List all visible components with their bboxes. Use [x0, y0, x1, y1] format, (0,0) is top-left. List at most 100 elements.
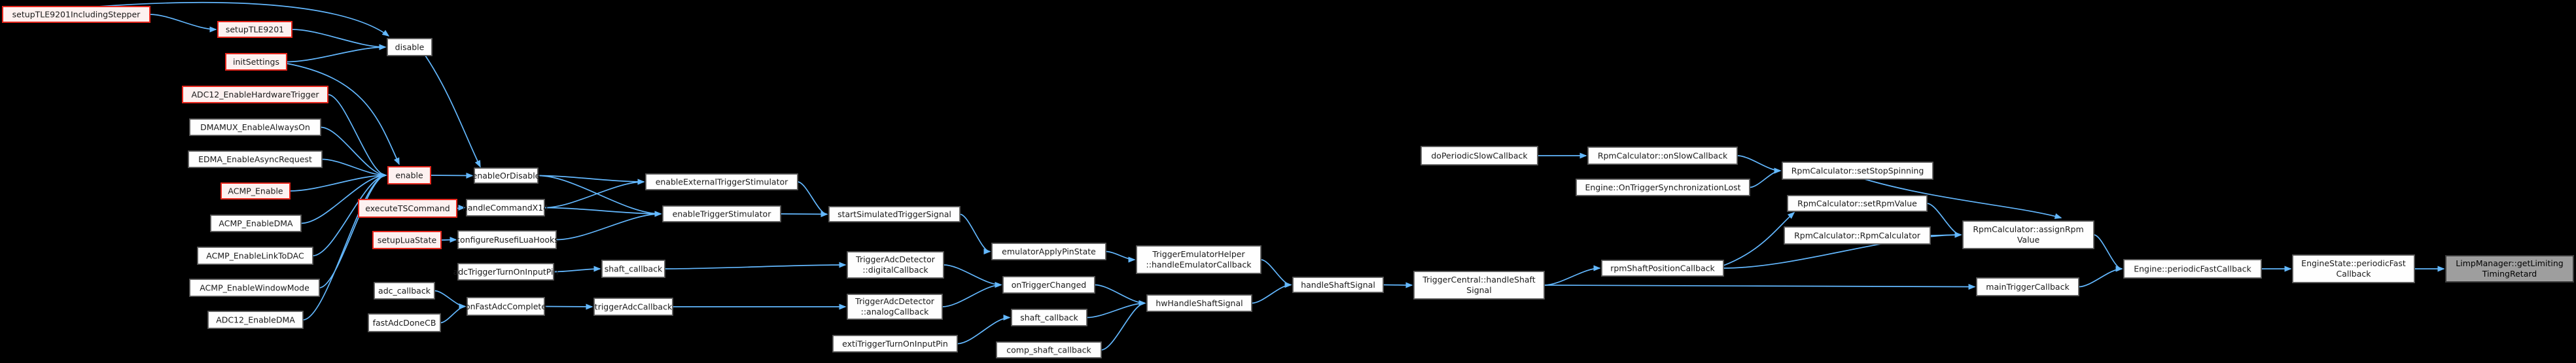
node-box-DMAMUX_EnableAlwaysOn[interactable] — [189, 118, 321, 136]
node-box-enableOrDisable[interactable] — [474, 167, 538, 184]
node-box-shaft_callback_adc[interactable] — [601, 260, 665, 278]
node-Engine_OnTriggerSynchronizationLost[interactable]: Engine::OnTriggerSynchronizationLost — [1576, 179, 1750, 196]
node-box-enableTriggerStimulator[interactable] — [662, 205, 781, 222]
node-mainTriggerCallback[interactable]: mainTriggerCallback — [1976, 277, 2079, 296]
node-box-Engine_periodicFastCallback[interactable] — [2123, 259, 2262, 279]
node-setupLuaState[interactable]: setupLuaState — [372, 231, 442, 249]
edge-TriggerAdcDetector_digitalCallback-to-onTriggerChanged — [943, 264, 1002, 288]
node-emulatorApplyPinState[interactable]: emulatorApplyPinState — [991, 243, 1106, 260]
node-handleShaftSignal[interactable]: handleShaftSignal — [1292, 277, 1384, 293]
node-ACMP_EnableDMA[interactable]: ACMP_EnableDMA — [210, 215, 302, 232]
node-box-RpmCalculator_assignRpmValue[interactable] — [1962, 220, 2094, 249]
node-box-shaft_callback_exti[interactable] — [1011, 309, 1087, 326]
node-box-executeTSCommand[interactable] — [358, 199, 457, 218]
node-box-adcTriggerTurnOnInputPin[interactable] — [457, 263, 554, 281]
node-Engine_periodicFastCallback[interactable]: Engine::periodicFastCallback — [2123, 259, 2262, 279]
node-executeTSCommand[interactable]: executeTSCommand — [358, 199, 457, 218]
node-box-RpmCalculator_onSlowCallback[interactable] — [1587, 147, 1738, 165]
node-box-setupTLE9201IncludingStepper[interactable] — [2, 6, 150, 23]
node-box-rpmShaftPositionCallback[interactable] — [1601, 260, 1724, 277]
node-box-ACMP_EnableLinkToDAC[interactable] — [197, 247, 313, 265]
node-triggerAdcCallback[interactable]: triggerAdcCallback — [593, 298, 673, 316]
node-TriggerAdcDetector_digitalCallback[interactable]: TriggerAdcDetector::digitalCallback — [847, 251, 944, 279]
node-box-doPeriodicSlowCallback[interactable] — [1420, 146, 1538, 165]
node-box-ACMP_EnableWindowMode[interactable] — [189, 279, 320, 297]
node-box-extiTriggerTurnOnInputPin[interactable] — [832, 335, 958, 353]
node-startSimulatedTriggerSignal[interactable]: startSimulatedTriggerSignal — [828, 206, 961, 222]
node-box-TriggerCentral_handleShaftSignal[interactable] — [1413, 271, 1545, 300]
node-doPeriodicSlowCallback[interactable]: doPeriodicSlowCallback — [1420, 146, 1538, 165]
node-box-ADC12_EnableDMA[interactable] — [207, 311, 304, 329]
node-box-emulatorApplyPinState[interactable] — [991, 243, 1106, 260]
node-box-ACMP_Enable[interactable] — [221, 182, 291, 199]
node-setupTLE9201IncludingStepper[interactable]: setupTLE9201IncludingStepper — [2, 6, 150, 23]
node-ACMP_Enable[interactable]: ACMP_Enable — [221, 182, 291, 199]
node-box-ACMP_EnableDMA[interactable] — [210, 215, 302, 232]
node-shaft_callback_exti[interactable]: shaft_callback — [1011, 309, 1087, 326]
node-box-enable[interactable] — [387, 166, 431, 184]
node-box-triggerAdcCallback[interactable] — [593, 298, 673, 316]
node-DMAMUX_EnableAlwaysOn[interactable]: DMAMUX_EnableAlwaysOn — [189, 118, 321, 136]
node-hwHandleShaftSignal[interactable]: hwHandleShaftSignal — [1146, 294, 1252, 312]
node-onFastAdcComplete[interactable]: onFastAdcComplete — [465, 297, 546, 316]
node-box-disable[interactable] — [387, 38, 432, 56]
node-box-RpmCalculator_setStopSpinning[interactable] — [1782, 162, 1933, 180]
node-enableExternalTriggerStimulator[interactable]: enableExternalTriggerStimulator — [645, 173, 798, 190]
node-enableTriggerStimulator[interactable]: enableTriggerStimulator — [662, 205, 781, 222]
node-TriggerAdcDetector_analogCallback[interactable]: TriggerAdcDetector::analogCallback — [847, 294, 943, 320]
node-setupTLE9201[interactable]: setupTLE9201 — [217, 21, 292, 38]
node-enableOrDisable[interactable]: enableOrDisable — [472, 167, 540, 184]
node-box-EngineState_periodicFastCallback[interactable] — [2292, 254, 2415, 283]
node-RpmCalculator_onSlowCallback[interactable]: RpmCalculator::onSlowCallback — [1587, 147, 1738, 165]
node-box-RpmCalculator_setRpmValue[interactable] — [1787, 195, 1928, 212]
node-rpmShaftPositionCallback[interactable]: rpmShaftPositionCallback — [1601, 260, 1724, 277]
node-box-fastAdcDoneCB[interactable] — [368, 313, 441, 332]
node-box-hwHandleShaftSignal[interactable] — [1146, 294, 1252, 312]
node-box-setupTLE9201[interactable] — [217, 21, 292, 38]
node-handleCommandX14[interactable]: handleCommandX14 — [463, 199, 548, 216]
node-enable[interactable]: enable — [387, 166, 431, 184]
node-ACMP_EnableLinkToDAC[interactable]: ACMP_EnableLinkToDAC — [197, 247, 313, 265]
node-box-initSettings[interactable] — [225, 53, 287, 71]
node-RpmCalculator_setStopSpinning[interactable]: RpmCalculator::setStopSpinning — [1782, 162, 1933, 180]
node-onTriggerChanged[interactable]: onTriggerChanged — [1002, 276, 1095, 294]
node-ADC12_EnableDMA[interactable]: ADC12_EnableDMA — [207, 311, 304, 329]
node-fastAdcDoneCB[interactable]: fastAdcDoneCB — [368, 313, 441, 332]
node-RpmCalculator_setRpmValue[interactable]: RpmCalculator::setRpmValue — [1787, 195, 1928, 212]
node-box-handleShaftSignal[interactable] — [1292, 277, 1384, 293]
node-box-TriggerAdcDetector_analogCallback[interactable] — [847, 294, 943, 320]
node-box-RpmCalculator_RpmCalculator[interactable] — [1784, 226, 1931, 245]
node-box-EDMA_EnableAsyncRequest[interactable] — [188, 150, 323, 168]
node-adc_callback[interactable]: adc_callback — [374, 282, 435, 300]
node-box-comp_shaft_callback[interactable] — [996, 341, 1102, 358]
node-box-startSimulatedTriggerSignal[interactable] — [828, 206, 961, 222]
node-configureRusefiLuaHooks[interactable]: configureRusefiLuaHooks — [455, 230, 559, 249]
node-shaft_callback_adc[interactable]: shaft_callback — [601, 260, 665, 278]
node-adcTriggerTurnOnInputPin[interactable]: adcTriggerTurnOnInputPin — [453, 263, 559, 281]
node-box-setupLuaState[interactable] — [372, 231, 442, 249]
node-box-onTriggerChanged[interactable] — [1002, 276, 1095, 294]
node-initSettings[interactable]: initSettings — [225, 53, 287, 71]
node-box-handleCommandX14[interactable] — [466, 199, 545, 216]
node-ADC12_EnableHardwareTrigger[interactable]: ADC12_EnableHardwareTrigger — [182, 86, 328, 103]
node-EDMA_EnableAsyncRequest[interactable]: EDMA_EnableAsyncRequest — [188, 150, 323, 168]
node-disable[interactable]: disable — [387, 38, 432, 56]
node-box-configureRusefiLuaHooks[interactable] — [457, 230, 557, 249]
node-box-ADC12_EnableHardwareTrigger[interactable] — [182, 86, 328, 103]
node-box-Engine_OnTriggerSynchronizationLost[interactable] — [1576, 179, 1750, 196]
node-extiTriggerTurnOnInputPin[interactable]: extiTriggerTurnOnInputPin — [832, 335, 958, 353]
node-comp_shaft_callback[interactable]: comp_shaft_callback — [996, 341, 1102, 358]
edge-setupTLE9201-to-disable — [291, 29, 387, 50]
node-box-adc_callback[interactable] — [374, 282, 435, 300]
node-box-enableExternalTriggerStimulator[interactable] — [645, 173, 798, 190]
node-RpmCalculator_RpmCalculator[interactable]: RpmCalculator::RpmCalculator — [1784, 226, 1931, 245]
node-TriggerEmulatorHelper_handleEmulatorCallback[interactable]: TriggerEmulatorHelper::handleEmulatorCal… — [1136, 245, 1262, 274]
node-box-TriggerAdcDetector_digitalCallback[interactable] — [847, 251, 944, 279]
node-box-onFastAdcComplete[interactable] — [467, 297, 545, 316]
node-ACMP_EnableWindowMode[interactable]: ACMP_EnableWindowMode — [189, 279, 320, 297]
node-box-TriggerEmulatorHelper_handleEmulatorCallback[interactable] — [1136, 245, 1262, 274]
node-box-mainTriggerCallback[interactable] — [1976, 277, 2079, 296]
